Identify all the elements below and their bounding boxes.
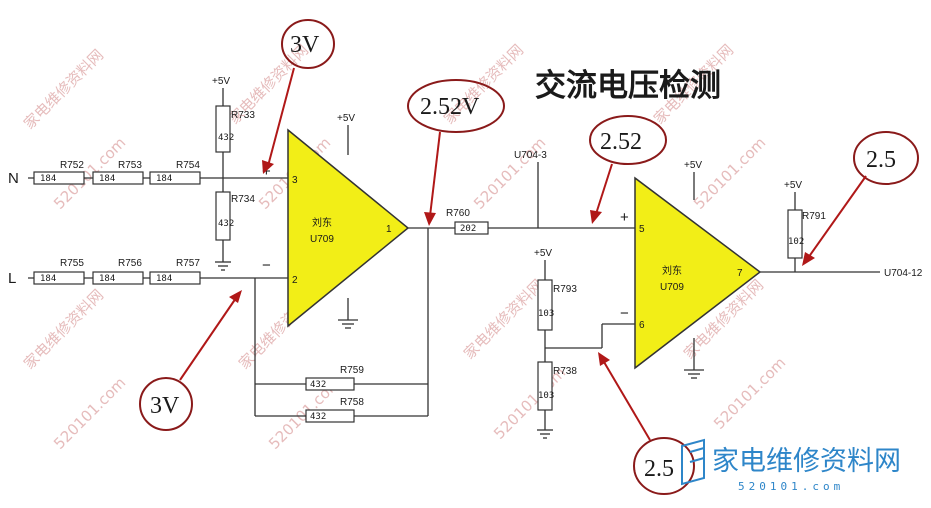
resistor-r759: 432 R759 xyxy=(305,365,364,391)
callout-3v-bottom: 3V xyxy=(139,290,242,431)
watermark-text: 家电维修资料网 xyxy=(20,46,107,133)
opamp2-minus-sign: − xyxy=(620,305,629,322)
svg-text:432: 432 xyxy=(218,133,234,143)
opamp1-pin-out: 1 xyxy=(386,224,392,235)
supply-label: +5V xyxy=(684,160,702,171)
resistor-r758: 432 R758 xyxy=(305,397,364,423)
watermark-site: 520101.com xyxy=(710,354,789,433)
opamp-u709-2 xyxy=(634,176,762,370)
watermark-site: 520101.com xyxy=(690,134,769,213)
resistor-r752: 184 R752 xyxy=(33,160,85,185)
folder-icon xyxy=(681,438,705,486)
svg-text:184: 184 xyxy=(40,174,56,184)
watermark-text: 家电维修资料网 xyxy=(20,286,107,373)
svg-text:2.52V: 2.52V xyxy=(420,94,480,120)
svg-text:R757: R757 xyxy=(176,258,200,269)
ground-icon xyxy=(215,261,231,271)
svg-text:R733: R733 xyxy=(231,110,255,121)
opamp1-name: 刘东 xyxy=(312,216,332,229)
svg-text:184: 184 xyxy=(156,174,172,184)
svg-text:202: 202 xyxy=(460,224,476,234)
resistor-r734: 432 R734 xyxy=(215,191,255,241)
svg-text:R754: R754 xyxy=(176,160,200,171)
supply-label: +5V xyxy=(534,248,552,259)
opamp1-pin-minus: 2 xyxy=(292,275,298,286)
callout-2.52v: 2.52V xyxy=(407,79,505,226)
watermark-text: 家电维修资料网 xyxy=(460,276,547,363)
opamp1-minus-sign: − xyxy=(262,257,271,274)
supply-label: +5V xyxy=(212,76,230,87)
supply-label: +5V xyxy=(337,113,355,124)
resistor-r755: 184 R755 xyxy=(33,258,85,285)
resistor-r753: 184 R753 xyxy=(92,160,144,185)
supply-label: +5V xyxy=(784,180,802,191)
input-label-n: N xyxy=(8,170,19,187)
svg-text:R760: R760 xyxy=(446,208,470,219)
svg-text:2.5: 2.5 xyxy=(866,147,896,173)
opamp2-ref: U709 xyxy=(660,282,684,293)
svg-text:103: 103 xyxy=(538,309,554,319)
opamp2-pin-plus: 5 xyxy=(639,224,645,235)
svg-text:102: 102 xyxy=(788,237,804,247)
svg-text:R758: R758 xyxy=(340,397,364,408)
svg-text:184: 184 xyxy=(99,174,115,184)
svg-text:3V: 3V xyxy=(150,393,180,419)
resistor-r793: 103 R793 xyxy=(537,279,577,331)
resistor-r733: 432 R733 xyxy=(215,105,255,153)
svg-text:R793: R793 xyxy=(553,284,577,295)
callout-2.52: 2.52 xyxy=(589,115,667,224)
resistor-r756: 184 R756 xyxy=(92,258,144,285)
diagram-title: 交流电压检测 xyxy=(535,68,721,104)
svg-text:R791: R791 xyxy=(802,211,826,222)
callout-2.5-bottom: 2.5 xyxy=(598,352,695,495)
callout-3v-top: 3V xyxy=(262,19,335,174)
resistor-r760: 202 R760 xyxy=(446,208,489,235)
resistor-r738: 103 R738 xyxy=(537,361,577,411)
site-logo: 家电维修资料网 520101.com xyxy=(681,438,901,493)
svg-text:R756: R756 xyxy=(118,258,142,269)
opamp1-pin-plus: 3 xyxy=(292,175,298,186)
watermark-site: 520101.com xyxy=(50,374,129,453)
svg-text:R738: R738 xyxy=(553,366,577,377)
opamp1-plus-sign: + xyxy=(262,163,271,180)
opamp2-name: 刘东 xyxy=(662,264,682,277)
resistor-r754: 184 R754 xyxy=(149,160,201,185)
opamp2-plus-sign: + xyxy=(620,209,629,226)
callout-2.5-right: 2.5 xyxy=(802,131,919,266)
svg-text:184: 184 xyxy=(40,274,56,284)
svg-text:R752: R752 xyxy=(60,160,84,171)
svg-text:3V: 3V xyxy=(290,32,320,58)
svg-text:2.5: 2.5 xyxy=(644,456,674,482)
opamp-u709-1 xyxy=(287,128,410,328)
net-label-u704-12: U704-12 xyxy=(884,268,923,279)
ground-icon xyxy=(684,369,704,379)
resistor-r757: 184 R757 xyxy=(149,258,201,285)
svg-text:432: 432 xyxy=(218,219,234,229)
ground-icon xyxy=(537,429,553,439)
net-label-u704-3: U704-3 xyxy=(514,150,547,161)
svg-text:R753: R753 xyxy=(118,160,142,171)
ground-symbols xyxy=(215,261,704,439)
svg-text:103: 103 xyxy=(538,391,554,401)
ground-icon xyxy=(338,319,358,329)
svg-text:432: 432 xyxy=(310,412,326,422)
svg-text:R755: R755 xyxy=(60,258,84,269)
svg-text:432: 432 xyxy=(310,380,326,390)
svg-text:R734: R734 xyxy=(231,194,255,205)
svg-text:184: 184 xyxy=(156,274,172,284)
input-label-l: L xyxy=(8,270,16,287)
svg-text:R759: R759 xyxy=(340,365,364,376)
svg-text:2.52: 2.52 xyxy=(600,129,642,155)
resistor-r791: 102 R791 xyxy=(787,209,826,259)
logo-site: 520101.com xyxy=(738,480,844,493)
svg-text:184: 184 xyxy=(99,274,115,284)
logo-text: 家电维修资料网 xyxy=(712,446,901,477)
opamp1-ref: U709 xyxy=(310,234,334,245)
opamp2-pin-minus: 6 xyxy=(639,320,645,331)
opamp2-pin-out: 7 xyxy=(737,268,743,279)
